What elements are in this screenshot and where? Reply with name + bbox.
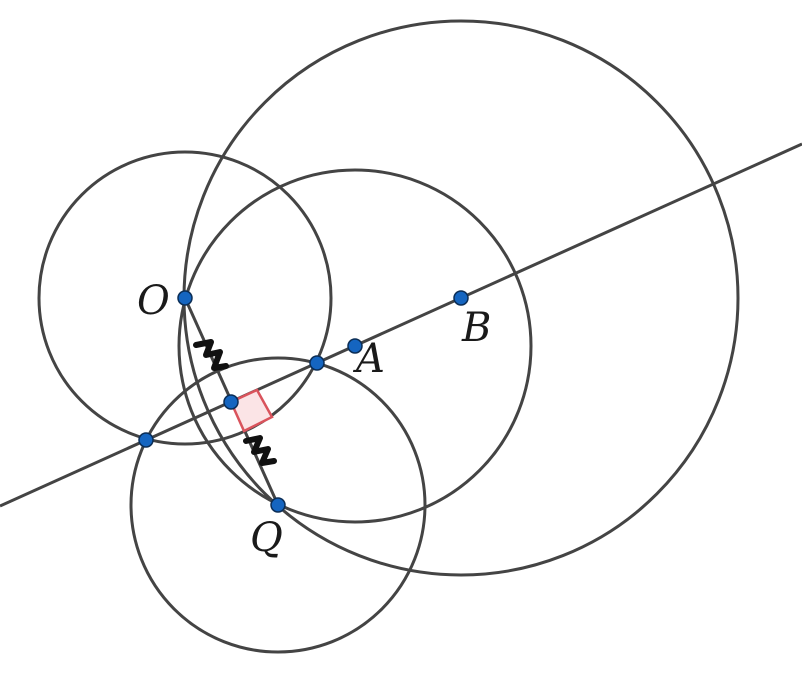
- point-foot-perpendicular: [223, 394, 239, 410]
- point-A: [347, 338, 363, 354]
- label-A: A: [352, 336, 385, 382]
- line-through-A-B: [0, 142, 802, 508]
- label-B: B: [461, 305, 491, 351]
- point-B: [453, 290, 469, 306]
- label-Q: Q: [250, 515, 283, 561]
- point-O: [177, 290, 193, 306]
- label-O: O: [137, 278, 170, 324]
- equal-length-tick-upper: [193, 339, 229, 371]
- circle-left: [37, 150, 333, 446]
- equal-length-tick-lower: [243, 435, 277, 466]
- circle-centered-A: [177, 168, 533, 524]
- circle-lower: [129, 356, 427, 654]
- point-Q: [270, 497, 286, 513]
- right-angle-marker: [229, 388, 274, 433]
- point-intersection-left: [138, 432, 154, 448]
- point-intersection-upper: [309, 355, 325, 371]
